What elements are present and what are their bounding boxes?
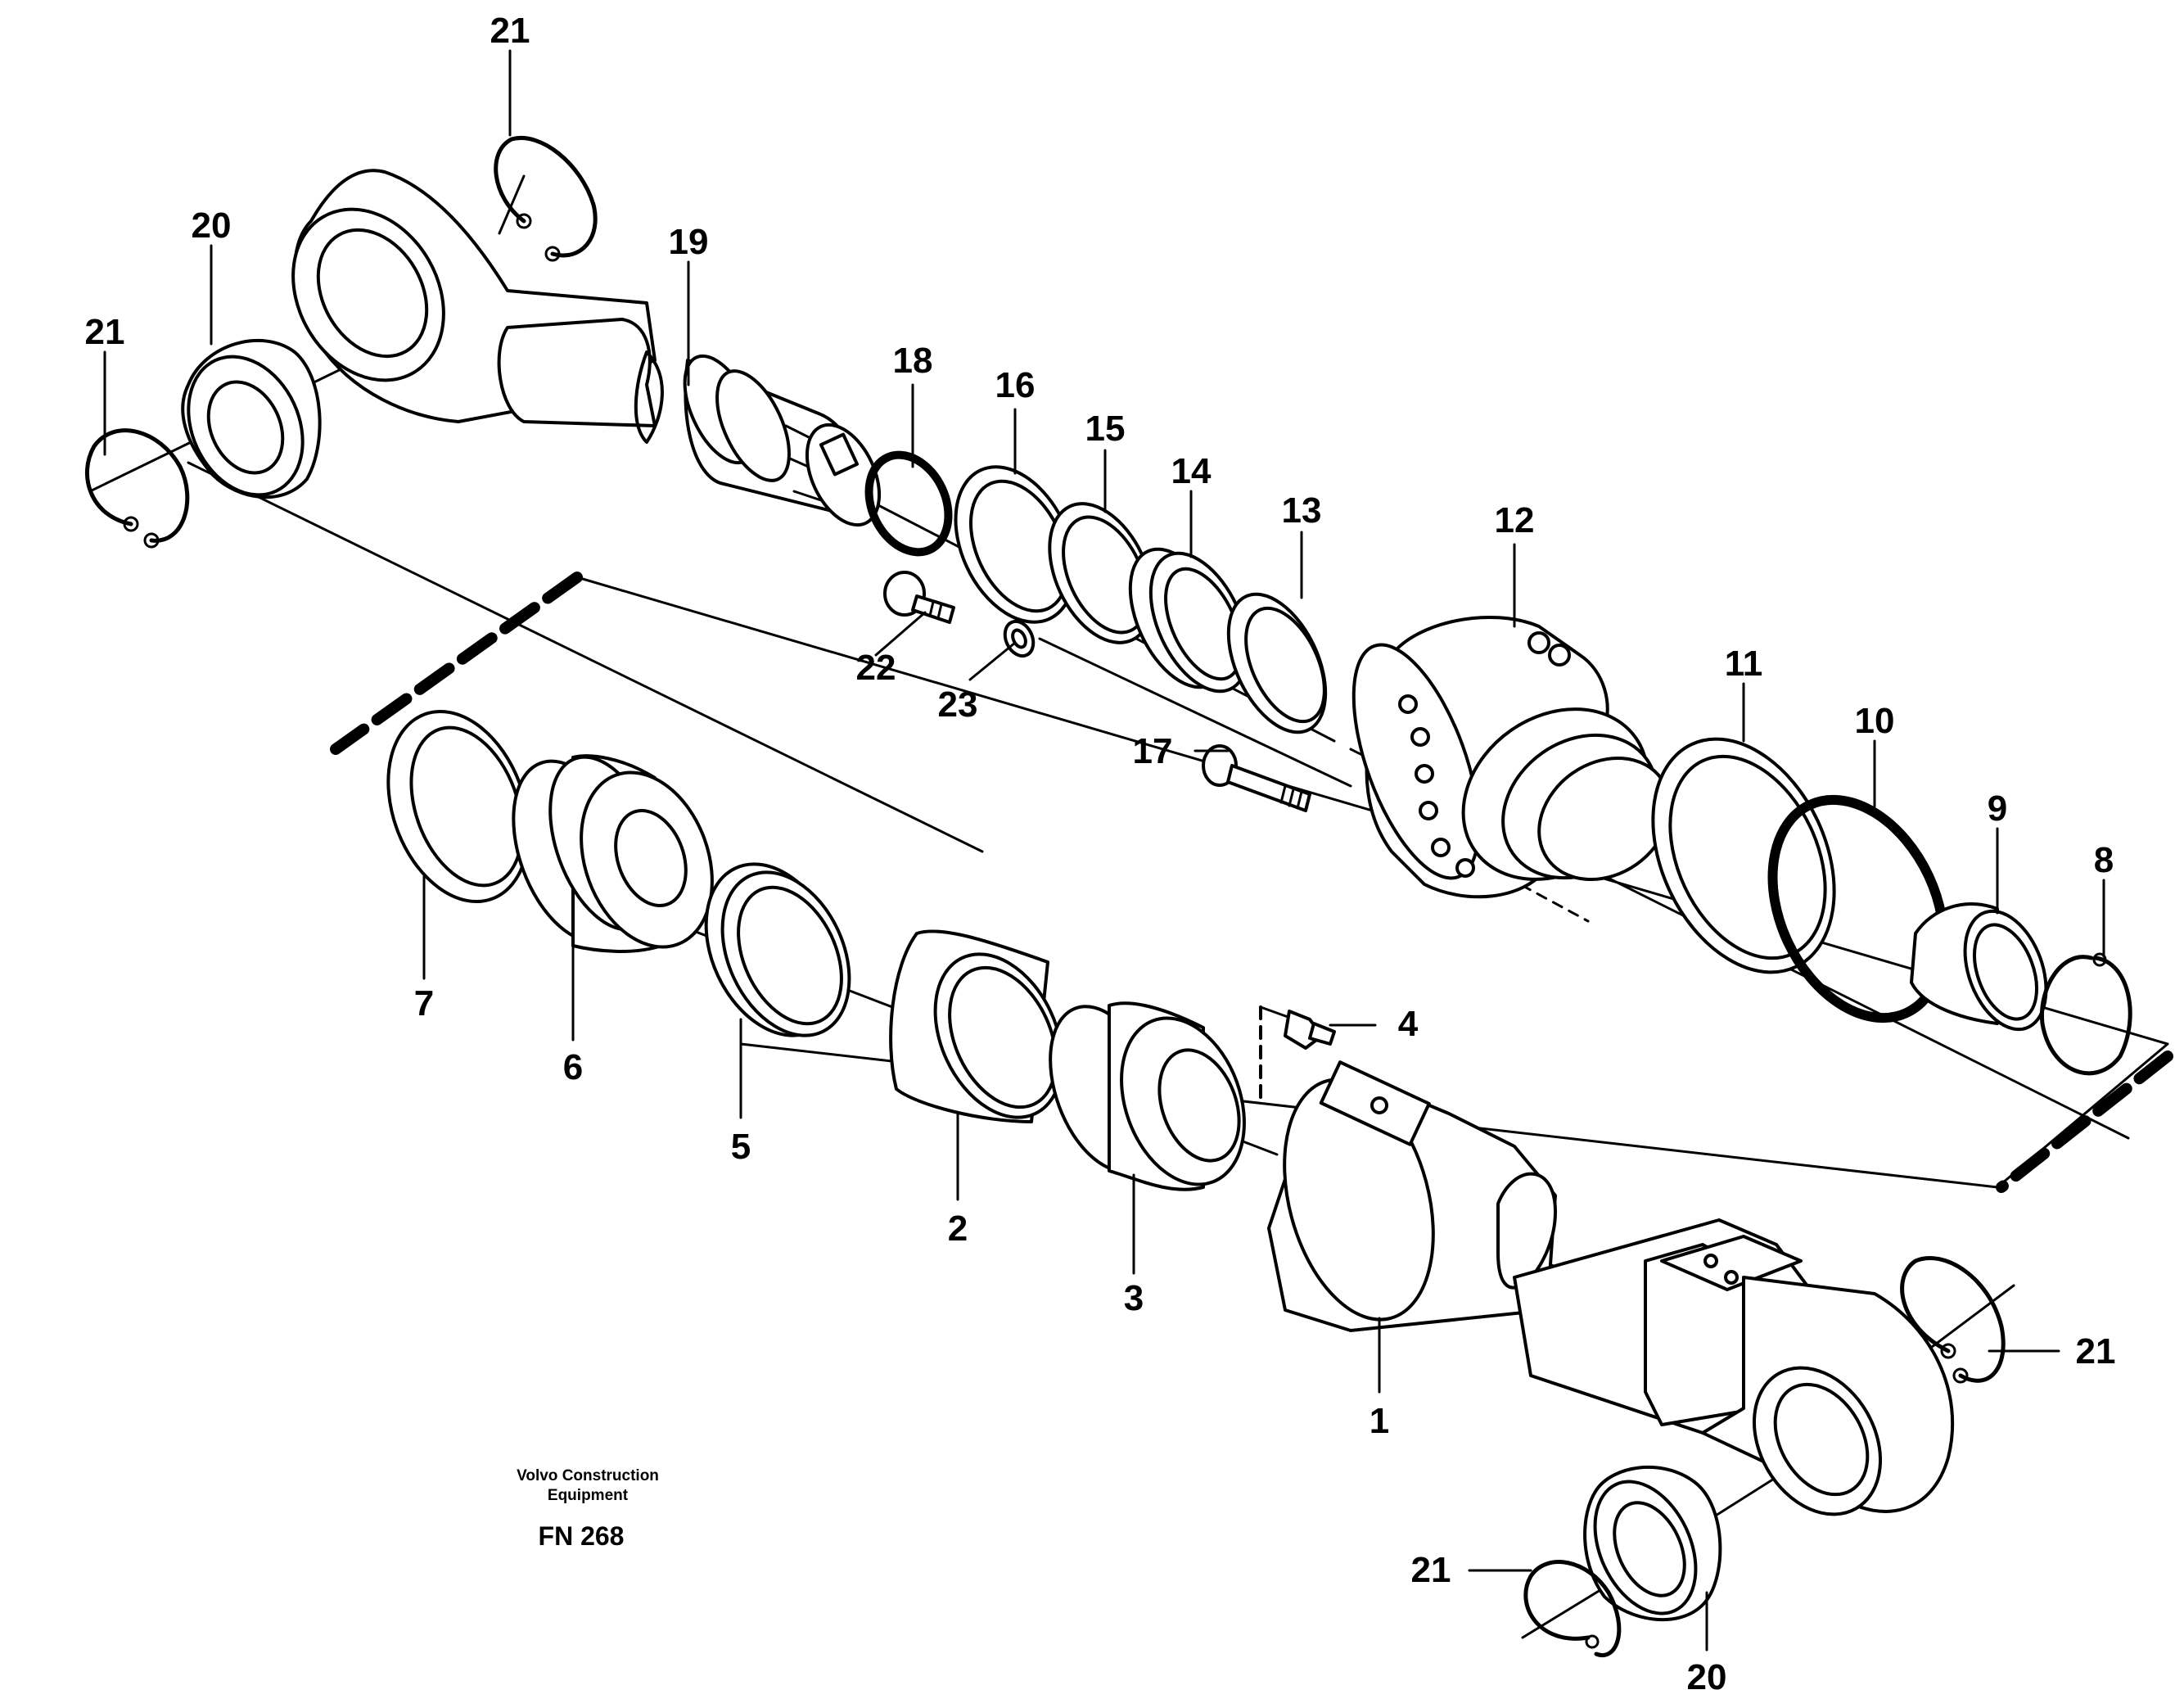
grease-nipple-4 [1284,1010,1336,1050]
callout-13: 13 [1282,490,1322,531]
spherical-bearing-20-lower [1583,1465,1722,1622]
piston-6 [512,754,714,953]
callout-9: 9 [1988,788,2007,829]
piston-rod-19 [291,169,882,527]
circlip-8 [2039,952,2132,1076]
washer-23 [1003,619,1036,658]
callout-15: 15 [1085,409,1126,449]
sleeve-2 [889,929,1064,1123]
circlip-21-lower-right [1900,1256,2006,1384]
callout-6: 6 [563,1047,583,1087]
cylinder-head-12 [1351,616,1672,899]
screw-22 [883,571,955,624]
callout-4: 4 [1398,1004,1419,1044]
callout-10: 10 [1855,701,1895,741]
bolt-17 [1202,744,1311,812]
callout-labels: 21 20 21 19 18 16 15 14 13 12 11 10 9 8 … [85,11,2116,1697]
piston-3 [1049,1001,1246,1191]
ring-7 [386,709,530,904]
circlip-21-lower-left [1523,1560,1622,1657]
spherical-bearing-20-upper [181,339,322,499]
callout-16: 16 [995,365,1036,405]
brand-line-1: Volvo Construction [517,1467,659,1484]
cylinder-tube-1 [1267,1060,1955,1516]
brand-line-2: Equipment [548,1487,629,1504]
backup-ring-11 [1651,737,1836,974]
callout-11: 11 [1725,644,1763,684]
callout-7: 7 [414,983,434,1023]
callout-21-upper-left: 21 [85,312,125,352]
diagram-footer: Volvo Construction Equipment FN 268 [517,1467,659,1551]
callout-12: 12 [1495,500,1535,540]
circlip-21-upper-left [85,428,190,549]
seal-16 [954,465,1076,624]
seal-5 [704,862,851,1037]
callout-22: 22 [856,648,896,688]
figure-code: FN 268 [539,1521,625,1551]
callout-21-lower-right: 21 [2076,1331,2116,1371]
guide-ring-14 [1128,547,1250,694]
leader-lines [103,49,2105,1652]
callout-21-top: 21 [490,11,530,51]
wiper-13 [1226,592,1328,734]
callout-18: 18 [893,341,933,381]
seal-18 [864,450,953,557]
callout-21-lower-left: 21 [1411,1550,1451,1590]
callout-3: 3 [1124,1278,1144,1318]
circlip-21-upper-right [494,136,598,262]
callout-8: 8 [2094,840,2114,880]
callout-20-lower: 20 [1687,1657,1727,1697]
callout-23: 23 [938,685,978,725]
callout-1: 1 [1370,1401,1389,1441]
bushing-9 [1910,902,2048,1032]
callout-2: 2 [948,1209,968,1249]
callout-14: 14 [1171,451,1212,491]
callout-5: 5 [731,1127,751,1167]
callout-17: 17 [1133,731,1173,771]
seal-15 [1048,502,1154,644]
callout-20-upper: 20 [192,206,232,246]
o-ring-10 [1767,794,1949,1023]
callout-19: 19 [669,222,709,262]
